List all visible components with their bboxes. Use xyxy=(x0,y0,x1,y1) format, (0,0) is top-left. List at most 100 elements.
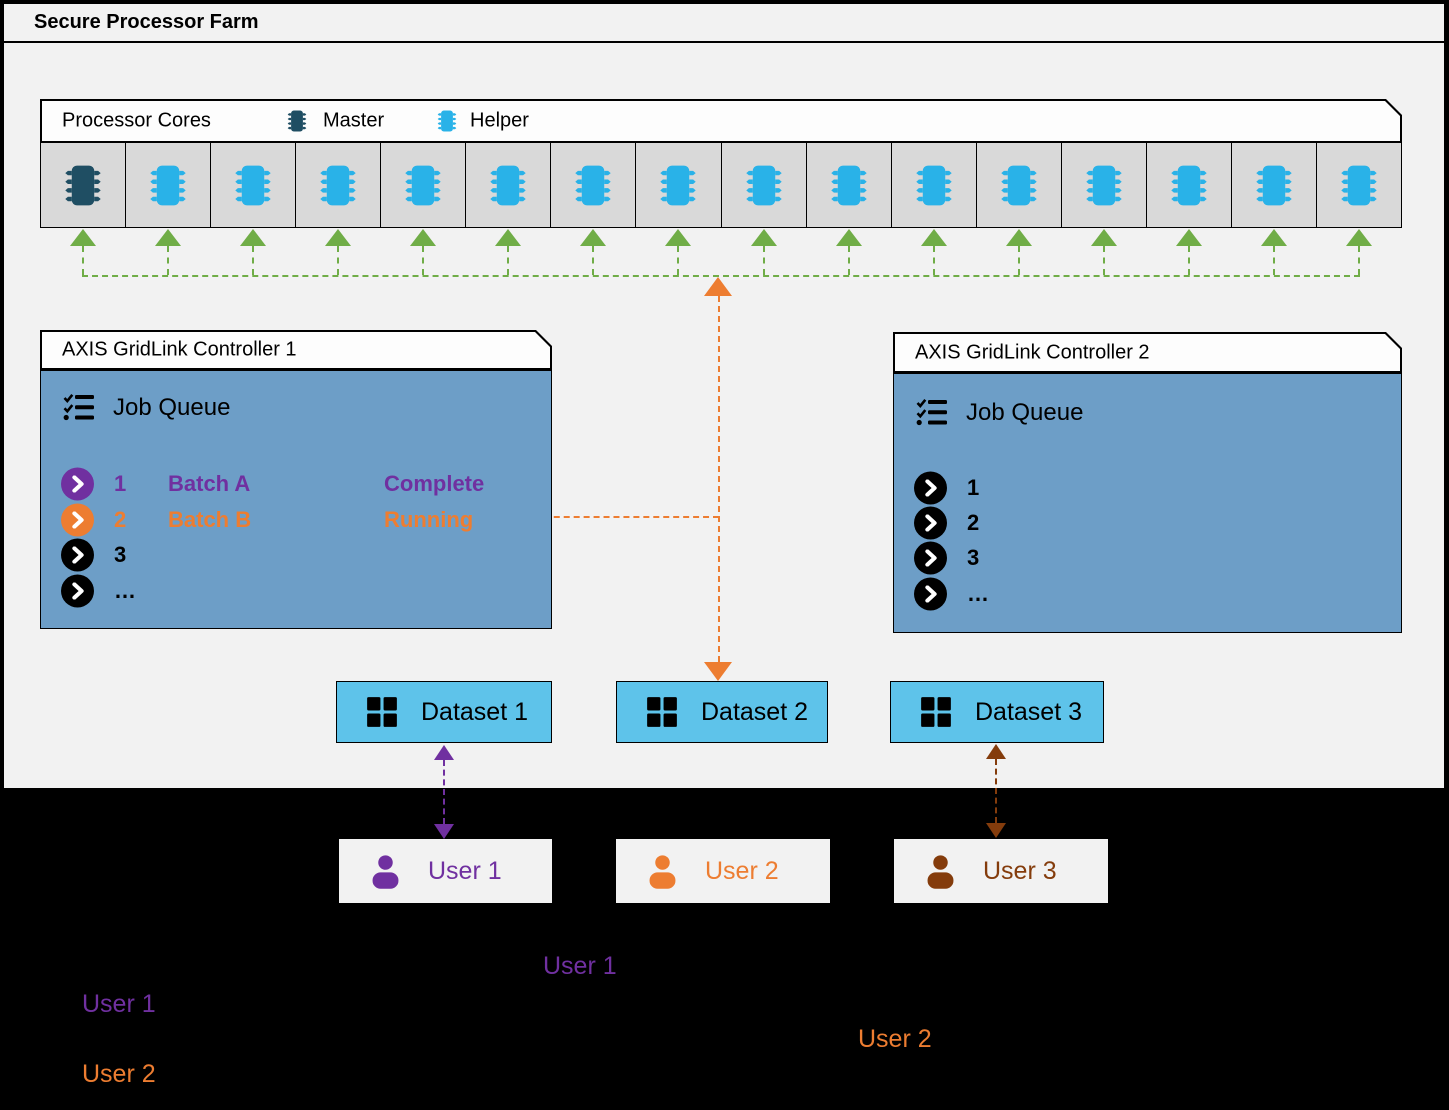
floating-user-label: User 1 xyxy=(82,990,156,1018)
job-number: … xyxy=(114,578,136,603)
controller-1-title: AXIS GridLink Controller 1 xyxy=(62,338,297,361)
green-arrowhead-up-icon xyxy=(1176,229,1203,246)
job-number: 2 xyxy=(967,510,980,535)
green-arrow-stub xyxy=(422,246,425,275)
helper-chip-icon xyxy=(1171,165,1207,205)
helper-chip-icon xyxy=(830,165,867,205)
core-cell-helper xyxy=(381,143,467,227)
controller-2-title: AXIS GridLink Controller 2 xyxy=(915,341,1150,363)
controller-2-body: Job Queue 1 2 3 … xyxy=(893,373,1402,633)
helper-chip-icon xyxy=(235,165,271,205)
job-queue-header: Job Queue xyxy=(916,398,1083,427)
job-queue-label: Job Queue xyxy=(966,398,1084,426)
green-arrow-stub xyxy=(762,246,765,275)
job-number: 3 xyxy=(114,542,127,567)
green-arrow-stub xyxy=(1017,246,1020,275)
core-cell-helper xyxy=(722,143,807,227)
helper-chip-icon xyxy=(745,165,782,205)
helper-chip-icon xyxy=(915,165,952,205)
green-arrow-stub xyxy=(81,246,84,275)
helper-chip-icon xyxy=(437,110,457,132)
helper-chip-icon xyxy=(320,165,356,205)
chevron-circle-icon xyxy=(914,471,947,505)
green-arrow-stub xyxy=(677,246,680,275)
helper-chip-icon xyxy=(1341,165,1377,205)
green-arrow-stub xyxy=(1103,246,1106,275)
job-queue-icon xyxy=(63,393,94,421)
dataset-3-box: Dataset 3 xyxy=(890,681,1104,743)
green-arrow-stub xyxy=(1358,246,1361,275)
dataset-label: Dataset 3 xyxy=(975,697,1083,726)
helper-chip-icon xyxy=(660,165,697,205)
user-1-box: User 1 xyxy=(339,839,552,903)
user-label: User 1 xyxy=(428,856,502,885)
processor-cores-box: Processor Cores Master Helper xyxy=(40,99,1402,229)
controller-2: AXIS GridLink Controller 2 Job Queue 1 2… xyxy=(893,332,1402,633)
controller-1: AXIS GridLink Controller 1 Job Queue 1 B… xyxy=(40,330,552,629)
helper-chip-icon xyxy=(575,165,612,205)
user-3-box: User 3 xyxy=(894,839,1108,903)
core-cell-helper xyxy=(466,143,552,227)
green-arrow-stub xyxy=(1273,246,1276,275)
job-queue-label: Job Queue xyxy=(113,393,231,421)
green-arrowhead-up-icon xyxy=(1261,229,1288,246)
brown-arrowhead-down-icon xyxy=(986,823,1006,838)
core-cell-helper xyxy=(977,143,1062,227)
green-arrow-stub xyxy=(251,246,254,275)
controller-2-header: AXIS GridLink Controller 2 xyxy=(893,332,1402,373)
dataset-2-box: Dataset 2 xyxy=(616,681,828,743)
green-arrow-stub xyxy=(336,246,339,275)
green-arrowhead-up-icon xyxy=(1005,229,1032,246)
job-number: 2 xyxy=(114,507,127,532)
green-arrowhead-up-icon xyxy=(580,229,607,246)
green-arrowhead-up-icon xyxy=(495,229,522,246)
core-cell-helper xyxy=(636,143,722,227)
header-fill xyxy=(42,332,550,368)
core-cell-helper xyxy=(1147,143,1232,227)
helper-chip-icon xyxy=(490,165,527,205)
job-number: 1 xyxy=(114,471,127,496)
user-label: User 2 xyxy=(705,856,779,885)
job-queue-icon xyxy=(916,398,947,426)
green-arrow-stub xyxy=(1188,246,1191,275)
orange-arrowhead-up-icon xyxy=(704,277,732,296)
job-name: Batch A xyxy=(168,471,251,496)
purple-arrowhead-up-icon xyxy=(434,745,454,760)
controller-1-body: Job Queue 1 Batch A Complete 2 Batch B R… xyxy=(40,370,552,629)
dataset-1-box: Dataset 1 xyxy=(336,681,552,743)
user-2-box: User 2 xyxy=(616,839,830,903)
brown-vertical-line xyxy=(995,759,997,823)
processor-cores-header: Processor Cores Master Helper xyxy=(40,99,1402,143)
legend-master-label: Master xyxy=(323,109,385,132)
floating-user-label: User 2 xyxy=(858,1025,932,1053)
person-icon xyxy=(372,854,399,889)
brown-arrowhead-up-icon xyxy=(986,744,1006,759)
core-cell-helper xyxy=(296,143,382,227)
dataset-grid-icon xyxy=(647,697,677,727)
core-cell-helper xyxy=(551,143,637,227)
header-fill xyxy=(895,334,1400,371)
controller-1-header: AXIS GridLink Controller 1 xyxy=(40,330,552,370)
core-cell-helper xyxy=(1062,143,1147,227)
job-row: 2 Batch B Running xyxy=(41,502,551,538)
chevron-circle-icon xyxy=(61,503,94,537)
helper-chip-icon xyxy=(1086,165,1122,205)
green-arrow-stub xyxy=(166,246,169,275)
purple-arrowhead-down-icon xyxy=(434,824,454,839)
core-cell-helper xyxy=(1317,143,1401,227)
helper-chip-icon xyxy=(1001,165,1037,205)
green-arrowhead-up-icon xyxy=(920,229,947,246)
green-arrowhead-up-icon xyxy=(665,229,692,246)
job-row: 3 xyxy=(894,540,1401,576)
core-cell-helper xyxy=(1232,143,1317,227)
green-arrowhead-up-icon xyxy=(324,229,351,246)
master-chip-icon xyxy=(287,109,307,134)
green-arrowhead-up-icon xyxy=(154,229,181,246)
panel-title-bar: Secure Processor Farm xyxy=(4,4,1444,43)
green-arrow-stub xyxy=(507,246,510,275)
panel-title: Secure Processor Farm xyxy=(34,11,259,33)
green-arrow-stub xyxy=(847,246,850,275)
processor-cores-label: Processor Cores xyxy=(62,109,211,132)
green-arrowhead-up-icon xyxy=(239,229,266,246)
core-cell-helper xyxy=(126,143,212,227)
